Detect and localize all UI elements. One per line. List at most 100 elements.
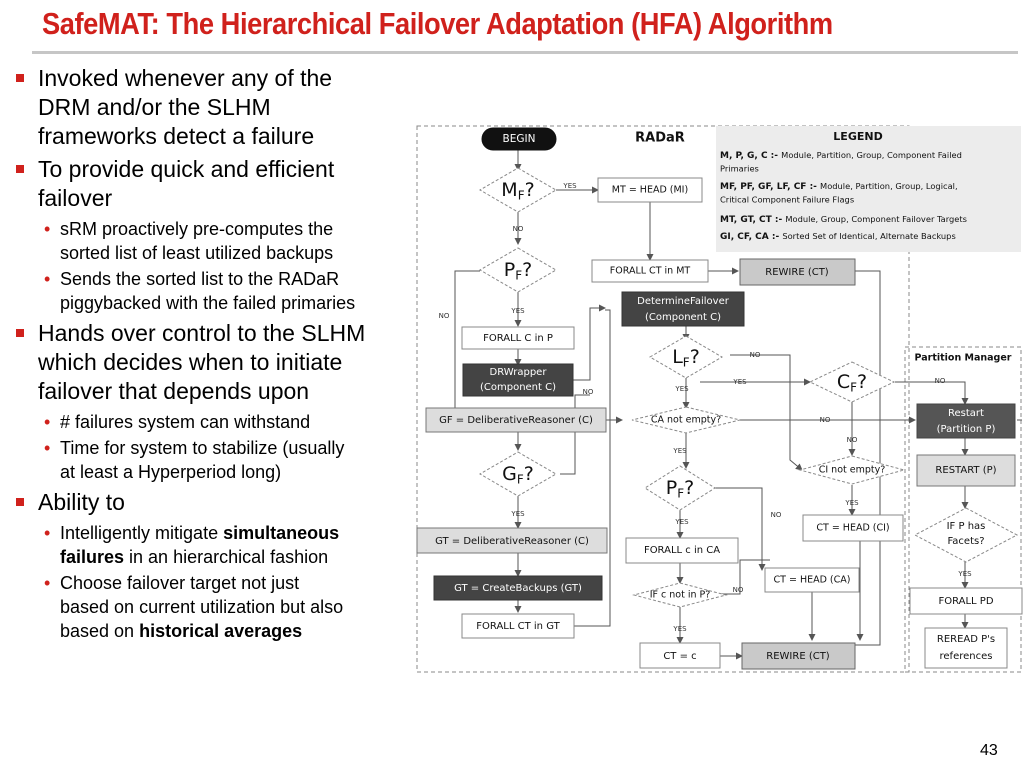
square-bullet-icon (16, 498, 24, 506)
gt-reasoner-box (416, 527, 608, 554)
restart-p-box (916, 454, 1016, 487)
edge-label: YES (844, 499, 859, 507)
node-label: FORALL c in CA (644, 545, 720, 556)
node-label: REWIRE (CT) (765, 267, 829, 278)
bullet-text: at least a Hyperperiod long) (60, 462, 282, 482)
edge-label: NO (583, 388, 594, 396)
flow-edge (714, 487, 766, 571)
forall-pd-box (909, 587, 1023, 615)
page-number: 43 (980, 742, 998, 759)
edge-label: YES (510, 510, 525, 518)
mt-head-box (597, 177, 703, 203)
bullet-text: Intelligently mitigate (60, 523, 224, 543)
mf-decision (479, 167, 557, 213)
legend-row-cont: Critical Component Failure Flags (720, 195, 854, 205)
bullet-text: DRM and/or the SLHM (38, 94, 271, 120)
node-label: DetermineFailover (637, 296, 730, 307)
edge-label: YES (674, 385, 689, 393)
square-bullet-icon (16, 329, 24, 337)
bullet-text: sRM proactively pre-computes the (60, 219, 334, 239)
gf-label: GF? (502, 463, 534, 487)
node-label: GF = DeliberativeReasoner (C) (439, 415, 593, 426)
bullet-text: Sends the sorted list to the RADaR (60, 269, 340, 289)
edge-label: NO (771, 511, 782, 519)
rewire-box-1 (739, 258, 856, 286)
ci-not-empty-decision (798, 455, 906, 485)
node-label: Restart (948, 408, 984, 419)
bullet-text: Choose failover target not just (60, 573, 300, 593)
mf-label: MF? (501, 179, 534, 203)
sub-bullet-item: •# failures system can withstand (14, 410, 444, 434)
bullet-text: Ability to (38, 489, 125, 515)
restart-partition-box (916, 403, 1016, 439)
sub-bullet-item: • Choose failover target not just based on… (14, 571, 444, 643)
bullet-text: # failures system can withstand (60, 412, 311, 432)
edge-label: YES (562, 182, 577, 190)
node-label: CA not empty? (651, 415, 721, 426)
node-label: FORALL CT in GT (476, 621, 560, 632)
edge-label: YES (672, 447, 687, 455)
node-label: (Component C) (645, 312, 721, 323)
node-label: Facets? (947, 536, 984, 547)
bullet-text: in an hierarchical fashion (124, 547, 329, 567)
forall-ct-mt-box (591, 259, 709, 283)
cf-label: CF? (837, 371, 867, 395)
edge-label: NO (439, 312, 450, 320)
title-divider (32, 51, 1018, 54)
legend-row: MT, GT, CT :- Module, Group, Component F… (720, 214, 967, 225)
legend-row-cont: Primaries (720, 164, 759, 174)
forall-c-ca-box (625, 537, 739, 564)
bullet-text-bold: failures (60, 547, 125, 567)
node-label: RESTART (P) (935, 465, 996, 476)
bullet-item: Ability to (14, 488, 444, 517)
dot-bullet-icon: • (44, 523, 51, 543)
gf-decision (479, 451, 557, 497)
if-facets-decision (913, 507, 1019, 563)
slide-title: SafeMAT: The Hierarchical Failover Adapt… (42, 6, 833, 41)
forall-ct-gt-box (461, 613, 575, 639)
node-label: references (940, 651, 993, 662)
edge-label: NO (733, 586, 744, 594)
legend-box (716, 126, 1021, 252)
bullet-text: Invoked whenever any of the (38, 65, 333, 91)
node-label: IF c not in P? (650, 590, 711, 601)
flow-edge (720, 559, 770, 595)
flow-edge (573, 304, 606, 381)
bullet-text: based on current utilization but also (60, 597, 344, 617)
edge-label: YES (672, 625, 687, 633)
bullet-text: To provide quick and efficient (38, 156, 335, 182)
bullet-text: failover (38, 185, 113, 211)
partition-manager-region (904, 346, 1022, 673)
legend-row: MF, PF, GF, LF, CF :- Module, Partition,… (720, 181, 958, 192)
if-c-not-in-p-decision (632, 582, 728, 608)
legend-row: M, P, G, C :- Module, Partition, Group, … (720, 150, 962, 161)
node-label: DRWrapper (490, 367, 548, 378)
pf-decision-2 (644, 465, 716, 511)
node-label: (Component C) (480, 382, 556, 393)
edge-label: YES (732, 378, 747, 386)
forall-c-p-box (461, 326, 575, 350)
dot-bullet-icon: • (44, 219, 51, 239)
square-bullet-icon (16, 74, 24, 82)
node-label: (Partition P) (937, 424, 996, 435)
lf-decision (649, 335, 723, 379)
dot-bullet-icon: • (44, 573, 51, 593)
edge-label: NO (750, 351, 761, 359)
edge-label: YES (674, 518, 689, 526)
begin-label: BEGIN (503, 133, 536, 145)
pf-decision-1 (479, 247, 557, 293)
node-label: FORALL C in P (483, 333, 553, 344)
node-label: CT = HEAD (CA) (774, 575, 851, 586)
edge-label: NO (513, 225, 524, 233)
edge-label: YES (957, 570, 972, 578)
reread-box (924, 627, 1008, 669)
edge-label: YES (510, 307, 525, 315)
partition-manager-label: Partition Manager (915, 353, 1012, 364)
bullet-text-bold: historical averages (139, 621, 303, 641)
node-label: FORALL PD (938, 596, 993, 607)
bullet-text: based on (60, 621, 140, 641)
